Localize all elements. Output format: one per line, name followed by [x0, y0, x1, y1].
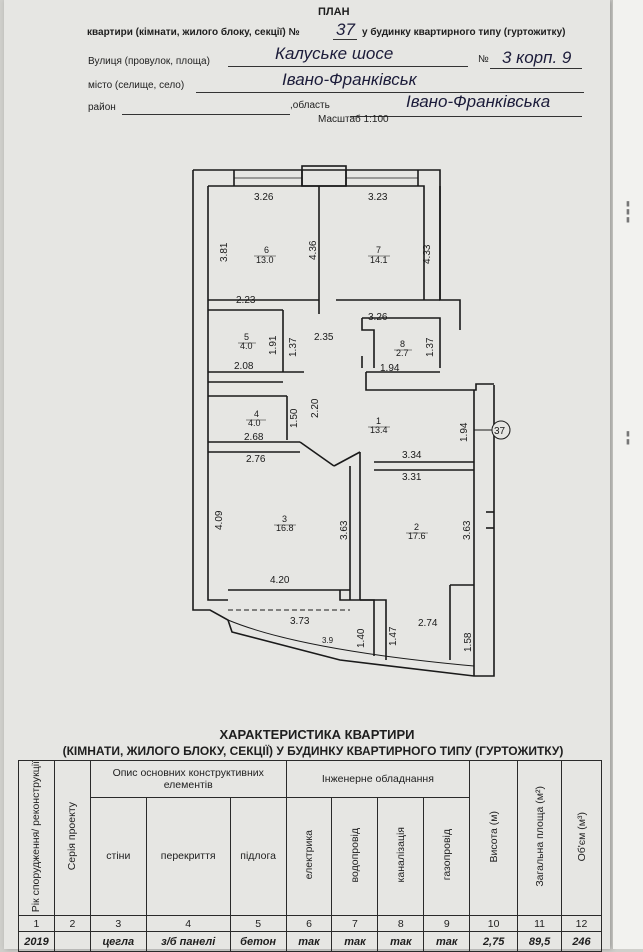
plan-title: ПЛАН [318, 6, 350, 18]
dim-3-9: 3.9 [322, 636, 334, 645]
svg-text:13.0: 13.0 [256, 255, 274, 265]
svg-text:4.0: 4.0 [248, 418, 261, 428]
header-height: Висота (м) [469, 759, 519, 917]
svg-text:2: 2 [414, 522, 419, 532]
header-flooring: підлога [229, 796, 287, 917]
adjacent-sheet-edge: ▮▮▮ ▮▮ [612, 0, 643, 949]
dim-3-63-a: 3.63 [339, 520, 350, 540]
dim-4-09: 4.09 [214, 510, 225, 530]
dim-3-26-b: 3.26 [368, 312, 388, 323]
dim-1-58: 1.58 [463, 632, 474, 652]
balcony-inner-edge [227, 619, 475, 667]
header-water: водопровід [331, 796, 379, 917]
header-total-area: Загальна площа (м²) [517, 759, 562, 917]
svg-text:14.1: 14.1 [370, 255, 388, 265]
dim-3-31: 3.31 [402, 472, 422, 483]
svg-text:7: 7 [376, 245, 381, 255]
dim-2-68: 2.68 [244, 432, 264, 443]
city-value: Івано-Франківськ [282, 70, 417, 89]
apartment-marker [491, 420, 511, 440]
svg-text:3: 3 [282, 514, 287, 524]
svg-text:4.0: 4.0 [240, 341, 253, 351]
street-label: Вулиця (провулок, площа) [88, 56, 210, 67]
dim-2-23: 2.23 [236, 295, 256, 306]
scale-label: Масштаб 1:100 [318, 114, 389, 125]
region-value: Івано-Франківська [406, 92, 551, 111]
value-year: 2019 [18, 931, 55, 952]
header-volume: Об'єм (м³) [561, 759, 602, 917]
dim-1-94-b: 1.94 [459, 422, 470, 442]
apartment-number: 37 [336, 20, 355, 39]
dim-4-20: 4.20 [270, 575, 290, 586]
dim-3-23: 3.23 [368, 192, 388, 203]
characteristics-table: Рік спорудження/ реконструкції Серія про… [18, 759, 602, 952]
svg-text:1: 1 [376, 416, 381, 426]
apartment-line-suffix: у будинку квартирного типу (гуртожитку) [362, 27, 566, 38]
apartment-marker-label: 37 [494, 426, 506, 437]
svg-text:4: 4 [254, 409, 259, 419]
header-gas: газопровід [423, 796, 471, 917]
dim-3-81: 3.81 [219, 242, 230, 262]
dim-3-63-b: 3.63 [462, 520, 473, 540]
dim-3-34: 3.34 [402, 450, 422, 461]
header-year: Рік спорудження/ реконструкції [18, 759, 55, 917]
value-gas: так [423, 931, 471, 952]
dim-3-26: 3.26 [254, 192, 274, 203]
district-label: район [88, 102, 116, 113]
svg-text:8: 8 [400, 339, 405, 349]
room-4-label: 44.0 [248, 409, 261, 428]
room-5-label: 54.0 [240, 332, 253, 351]
apartment-line-prefix: квартири (кімнати, жилого блоку, секції)… [87, 27, 300, 38]
room-1-label: 113.4 [370, 416, 388, 435]
svg-text:17.6: 17.6 [408, 531, 426, 541]
room-2-label: 217.6 [408, 522, 426, 541]
plan-walls [192, 165, 495, 677]
value-electric: так [285, 931, 333, 952]
house-no-label: № [478, 54, 489, 65]
svg-text:6: 6 [264, 245, 269, 255]
dim-4-36: 4.36 [308, 240, 319, 260]
dim-1-91: 1.91 [268, 335, 279, 355]
dim-1-47: 1.47 [388, 626, 399, 646]
svg-text:2.7: 2.7 [396, 348, 409, 358]
header-floors: перекриття [145, 796, 231, 917]
dim-2-76: 2.76 [246, 454, 266, 465]
room-6-label: 613.0 [256, 245, 274, 265]
room-8-label: 82.7 [396, 339, 409, 358]
room-7-label: 714.1 [370, 245, 388, 265]
header-engineering: Інженерне обладнання [285, 760, 471, 798]
dim-1-94: 1.94 [380, 363, 400, 374]
header-elements: Опис основних конструктивних елементів [89, 760, 287, 798]
value-floors: з/б панелі [145, 931, 231, 952]
dim-2-08: 2.08 [234, 361, 254, 372]
room-3-label: 316.8 [276, 514, 294, 533]
house-number-value: 3 корп. 9 [502, 48, 572, 67]
header-series: Серія проекту [53, 759, 91, 917]
svg-text:13.4: 13.4 [370, 425, 388, 435]
street-value: Калуське шосе [275, 44, 394, 63]
dim-1-37-b: 1.37 [425, 337, 436, 357]
dim-1-50: 1.50 [289, 408, 300, 428]
svg-text:16.8: 16.8 [276, 523, 294, 533]
city-label: місто (селище, село) [88, 80, 185, 91]
dim-1-37-a: 1.37 [288, 337, 299, 357]
header-electric: електрика [285, 796, 333, 917]
table-subtitle: (КІМНАТИ, ЖИЛОГО БЛОКУ, СЕКЦІЇ) У БУДИНК… [62, 744, 564, 758]
table-title: ХАРАКТЕРИСТИКА КВАРТИРИ [219, 727, 415, 742]
dim-2-74: 2.74 [418, 618, 438, 629]
header-sewer: каналізація [377, 796, 425, 917]
svg-text:5: 5 [244, 332, 249, 342]
dim-2-20: 2.20 [310, 398, 321, 418]
region-label: ,область [290, 100, 330, 111]
dim-4-33: 4.33 [422, 244, 433, 264]
dim-2-35: 2.35 [314, 332, 334, 343]
dim-1-40: 1.40 [356, 628, 367, 648]
dim-3-73: 3.73 [290, 616, 310, 627]
header-walls: стіни [89, 796, 147, 917]
values-row: 2019 цегла з/б панелі бетон так так так … [18, 931, 602, 952]
value-water: так [331, 931, 379, 952]
